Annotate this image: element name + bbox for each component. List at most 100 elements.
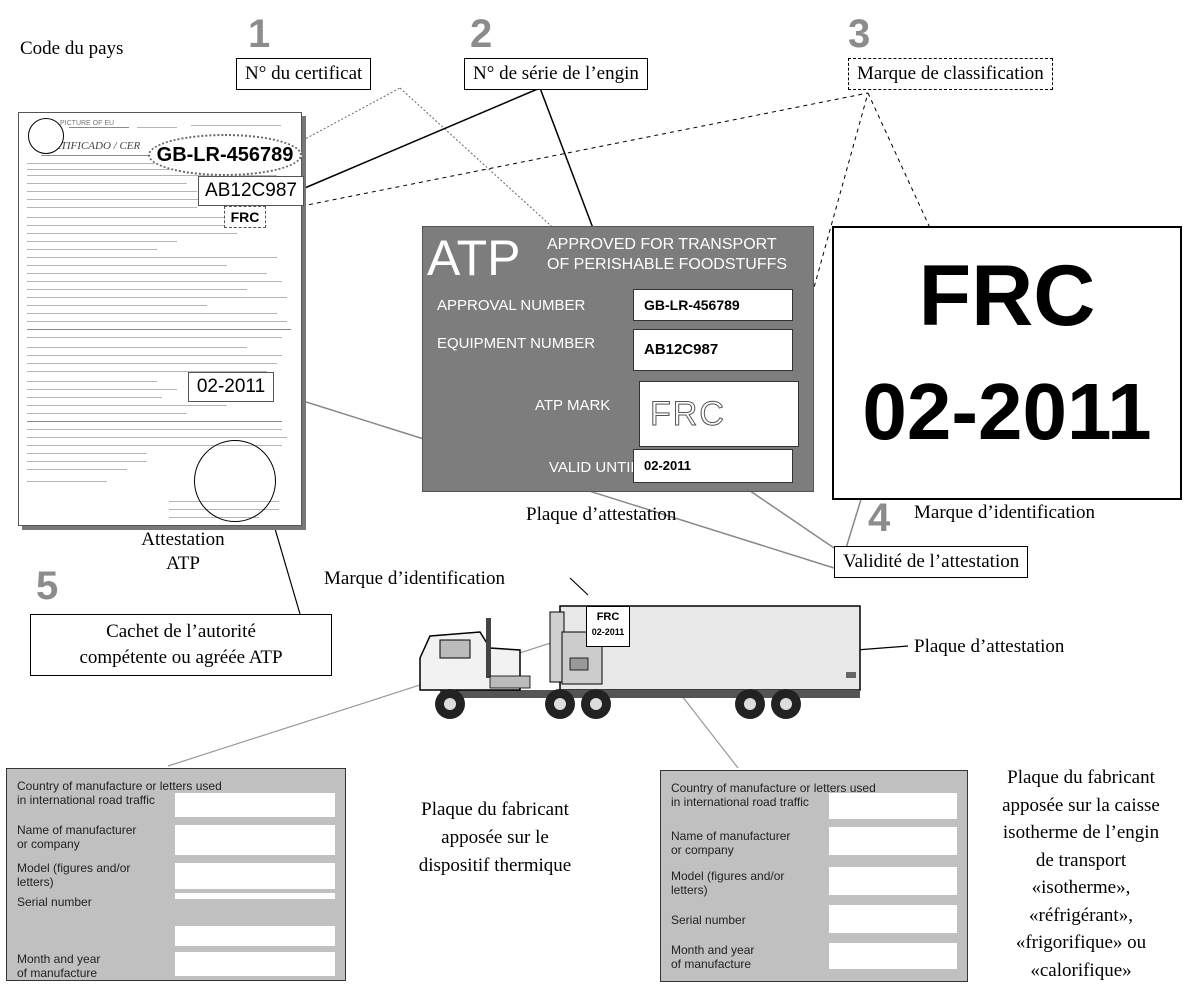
truck-id-mark-box: FRC 02-2011 [586, 606, 630, 647]
mfr-right-box-serial [829, 905, 957, 933]
serial-number-callout: N° de série de l’engin [464, 58, 648, 90]
truck-id-mark-line2: 02-2011 [591, 627, 625, 637]
atp-attestation-plate: ATP APPROVED FOR TRANSPORT OF PERISHABLE… [422, 226, 814, 492]
attestation-plate-label: Plaque d’attestation [526, 504, 677, 525]
mfr-left-row-country: Country of manufacture or letters used i… [17, 779, 222, 807]
truck-chassis [440, 690, 860, 698]
mfr-right-box-model [829, 867, 957, 895]
mfr-right-box-name [829, 827, 957, 855]
trailer-body [559, 605, 861, 691]
trailer-wheel-1 [735, 689, 765, 719]
atp-mark-value: FRC [639, 381, 799, 447]
cert-equipment-number: AB12C987 [198, 176, 304, 206]
validity-callout: Validité de l’attestation [834, 546, 1029, 578]
cert-atp-mark: FRC [224, 206, 266, 228]
mfr-right-row-serial-line1: Serial number [671, 913, 746, 927]
mfr-left-row-name: Name of manufacturer or company [17, 823, 136, 851]
mfr-body-caption-line7: «frigorifique» ou [1015, 932, 1147, 953]
cert-approval-number: GB-LR-456789 [148, 134, 302, 176]
connector-serial-cert [299, 87, 541, 191]
id-mark-validity: 02-2011 [862, 367, 1152, 456]
step-number-4: 4 [868, 496, 891, 540]
authority-stamp-circle [194, 440, 276, 522]
mfr-left-box-serial-ext [175, 926, 335, 946]
cab-window [439, 639, 471, 659]
mfr-right-row-model-line2: letters) [671, 883, 708, 897]
mfr-body-caption-line5: «isotherme», [1031, 877, 1131, 898]
attestation-plate-on-truck [569, 657, 589, 671]
manufacturer-plate-body: Country of manufacture or letters used i… [660, 770, 968, 982]
connector-class-cert [261, 92, 869, 215]
mfr-left-row-country-line1: Country of manufacture or letters used [17, 779, 222, 793]
mfr-right-box-month [829, 943, 957, 969]
truck-illustration [419, 605, 861, 719]
atp-heading: APPROVED FOR TRANSPORT OF PERISHABLE FOO… [547, 235, 787, 275]
equipment-number-value: AB12C987 [633, 329, 793, 371]
mfr-left-row-model-line1: Model (figures and/or [17, 861, 131, 875]
mfr-device-caption: Plaque du fabricant apposée sur le dispo… [370, 796, 620, 880]
mfr-device-caption-line2: apposée sur le [441, 827, 549, 848]
atp-heading-line1: APPROVED FOR TRANSPORT [547, 236, 777, 253]
cert-header-text: PICTURE OF EU [60, 120, 115, 127]
mfr-body-caption-line6: «réfrigérant», [1029, 904, 1133, 926]
tractor-rear-wheel-2 [581, 689, 611, 719]
trailer-wheel-2 [771, 689, 801, 719]
connector-class-idmark [867, 92, 931, 229]
tail-light [846, 672, 856, 678]
step-number-2: 2 [470, 12, 493, 56]
connector-cert-number [291, 87, 401, 147]
mfr-left-row-serial-line1: Serial number [17, 895, 92, 909]
identification-mark-label: Marque d’identification [914, 502, 1095, 523]
mfr-right-row-country-line1: Country of manufacture or letters used [671, 781, 876, 795]
atp-attestation-line2: ATP [166, 553, 200, 574]
valid-until-value: 02-2011 [633, 449, 793, 483]
mfr-device-caption-line3: dispositif thermique [418, 855, 572, 876]
mfr-body-caption-line3: isotherme de l’engin [1002, 822, 1160, 843]
mfr-right-row-model-line1: Model (figures and/or [671, 869, 785, 883]
atp-logo: ATP [427, 230, 521, 286]
mfr-left-row-month: Month and year of manufacture [17, 952, 100, 980]
cert-title: CERTIFICADO / CER [40, 140, 141, 152]
mfr-right-row-name-line2: or company [671, 843, 734, 857]
tractor-front-wheel [435, 689, 465, 719]
mfr-right-row-name-line1: Name of manufacturer [671, 829, 791, 843]
id-mark-classification: FRC [918, 248, 1096, 344]
step-number-5: 5 [36, 564, 59, 608]
mfr-left-box-serial [175, 893, 335, 899]
mfr-left-box-model [175, 863, 335, 889]
connector-plate-underline [739, 483, 835, 549]
atp-attestation-line1: Attestation [141, 529, 225, 550]
connector-class-plate [779, 92, 869, 411]
mfr-body-caption-line4: de transport [1035, 849, 1127, 871]
mfr-left-box-country [175, 793, 335, 817]
country-code-circle [28, 118, 64, 154]
mfr-device-caption-line1: Plaque du fabricant [421, 799, 569, 820]
mfr-body-caption-line1: Plaque du fabricant [1007, 767, 1155, 788]
mfr-left-box-month [175, 952, 335, 976]
approval-number-label: APPROVAL NUMBER [437, 297, 586, 314]
mfr-right-row-name: Name of manufacturer or company [671, 829, 790, 857]
country-code-label: Code du pays [20, 38, 124, 59]
mfr-left-row-country-line2: in international road traffic [17, 793, 155, 807]
cert-number-callout: N° du certificat [236, 58, 372, 90]
mfr-left-row-name-line1: Name of manufacturer [17, 823, 137, 837]
tractor-rear-wheel-1 [545, 689, 575, 719]
mfr-right-row-month-line1: Month and year [671, 943, 755, 957]
mfr-left-row-model-line2: letters) [17, 875, 54, 889]
valid-until-label: VALID UNTIL [549, 459, 639, 476]
truck-id-mark-line1: FRC [596, 611, 620, 623]
step-number-1: 1 [248, 12, 271, 56]
atp-attestation-label: Attestation ATP [118, 528, 248, 576]
mfr-right-row-month: Month and year of manufacture [671, 943, 754, 971]
mfr-left-row-name-line2: or company [17, 837, 80, 851]
stamp-line1: Cachet de l’autorité [106, 621, 256, 642]
mfr-right-row-month-line2: of manufacture [671, 957, 752, 971]
mfr-left-row-month-line2: of manufacture [17, 966, 98, 980]
mfr-right-row-serial: Serial number [671, 913, 746, 927]
stamp-line2: compétente ou agréée ATP [79, 647, 283, 668]
manufacturer-plate-device-lower: Month and year of manufacture [6, 926, 346, 981]
exhaust-stack [486, 618, 491, 678]
mfr-left-row-month-line1: Month and year [17, 952, 101, 966]
stamp-callout: Cachet de l’autorité compétente ou agréé… [30, 614, 332, 676]
truck-attestation-plate-label: Plaque d’attestation [914, 636, 1065, 657]
